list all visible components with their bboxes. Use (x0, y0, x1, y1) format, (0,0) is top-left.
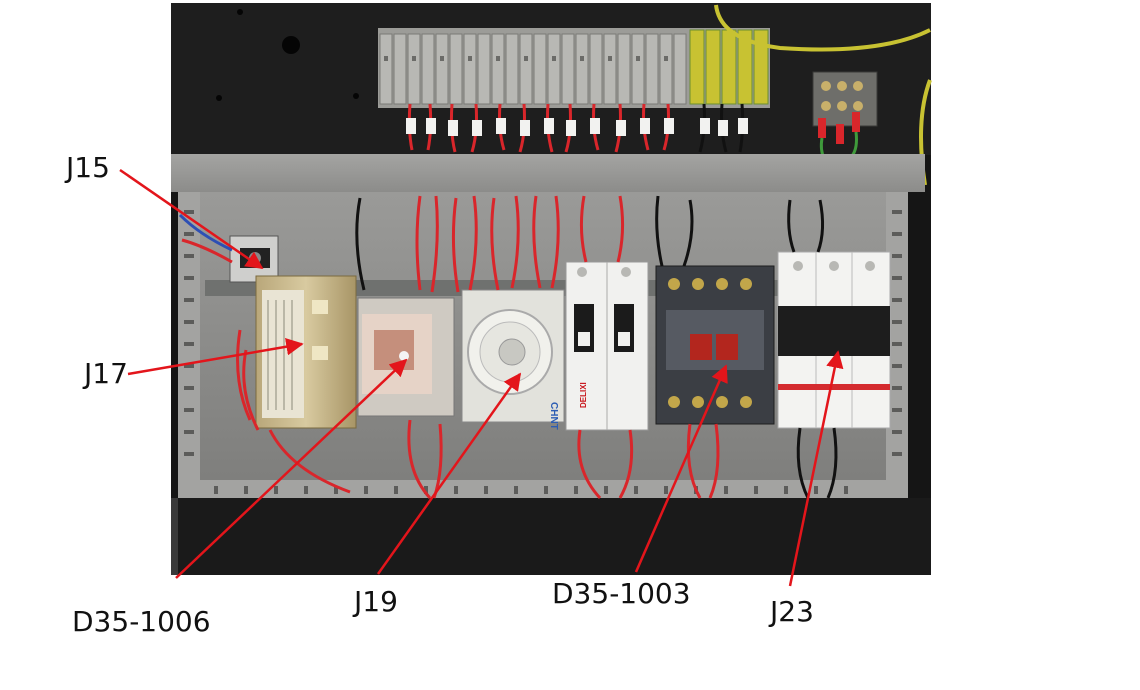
callout-label-j15: J15 (66, 151, 110, 184)
callout-label-j17: J17 (84, 357, 128, 390)
callout-arrows (119, 168, 844, 587)
mounting-hole (282, 36, 300, 54)
mounting-hole (237, 9, 243, 15)
cable-duct-cover (171, 154, 925, 192)
contactor (655, 265, 775, 425)
callout-label-j19: J19 (354, 585, 398, 618)
miniature-circuit-breaker-pair: DELIXI (565, 261, 649, 431)
callout-label-j23: J23 (770, 595, 814, 628)
breaker-brand-label: DELIXI (579, 382, 588, 408)
timer-relay: CHNT (461, 289, 565, 430)
relay (357, 297, 455, 417)
callout-label-d35-1003: D35-1003 (552, 577, 691, 610)
terminal-block-strip (378, 28, 770, 153)
three-pole-breaker (777, 251, 891, 429)
mounting-hole (216, 95, 222, 101)
wiring (268, 195, 720, 500)
ground-wire (714, 4, 931, 52)
mounting-hole (353, 93, 359, 99)
transformer (236, 275, 357, 431)
timer-brand-label: CHNT (548, 402, 559, 430)
callout-label-d35-1006: D35-1006 (72, 605, 211, 638)
